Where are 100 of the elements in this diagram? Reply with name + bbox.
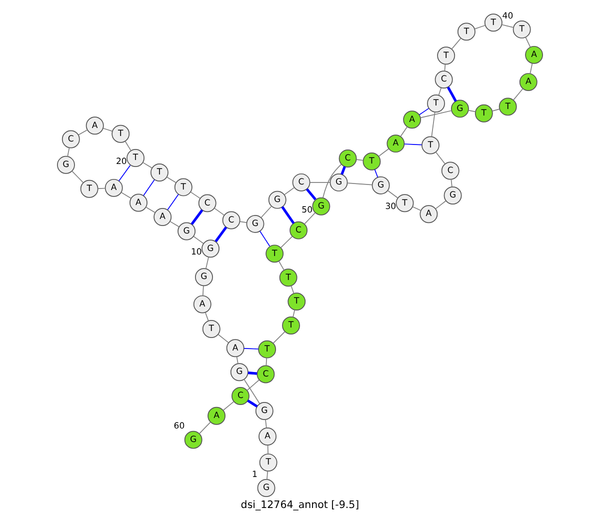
node-circle: G (257, 479, 276, 497)
connector (214, 226, 228, 242)
connector (435, 200, 446, 210)
connector (446, 86, 457, 102)
connector (124, 140, 132, 152)
node-circle: C (256, 365, 275, 384)
connector (202, 286, 204, 296)
node-circle: A (104, 178, 123, 197)
connector (347, 182, 373, 186)
node-circle: A (226, 339, 244, 358)
connector (67, 147, 70, 157)
node-circle: C (338, 150, 357, 168)
connector (356, 159, 364, 161)
connector (444, 64, 446, 72)
connector (244, 348, 259, 350)
connector (193, 236, 204, 244)
node-label: 40 (502, 11, 514, 22)
connector (236, 356, 238, 364)
connector (340, 166, 346, 175)
connector (513, 88, 524, 100)
connector (468, 110, 476, 112)
connector (167, 194, 179, 210)
node-circle: C (232, 387, 250, 405)
connector (142, 162, 152, 168)
node-circle: T (362, 152, 381, 170)
node-circle: G (230, 363, 248, 382)
node-circle: A (86, 116, 104, 135)
node-circle: A (386, 134, 405, 153)
connector (204, 312, 209, 322)
node-circle: C (290, 221, 308, 240)
node-circle: T (80, 180, 98, 198)
node-circle: G (178, 222, 196, 240)
node-circle: T (457, 22, 476, 41)
connector (435, 152, 446, 164)
connector (418, 108, 430, 116)
node-circle: T (512, 20, 531, 38)
connector (267, 444, 268, 454)
node-circle: A (403, 110, 422, 129)
node-circle: A (130, 194, 148, 212)
node-circle: T (266, 244, 284, 263)
connector (170, 221, 180, 228)
connector (223, 401, 234, 411)
connector (278, 260, 284, 271)
node-circle: T (498, 98, 517, 116)
connector (246, 380, 260, 391)
connector (412, 206, 422, 211)
connector (102, 128, 113, 132)
node-circle: C (441, 162, 460, 180)
connector (310, 182, 331, 183)
node-circle: T (126, 149, 144, 167)
connector (378, 148, 390, 157)
connector (120, 192, 132, 199)
node-circle: T (288, 292, 306, 311)
connector (98, 188, 106, 189)
connector (431, 112, 436, 137)
node-circle: C (292, 173, 310, 192)
node-circle: A (154, 208, 172, 226)
connector (306, 188, 316, 200)
connector (190, 192, 201, 199)
connector (400, 126, 408, 137)
caption: dsi_12764_annot [-9.5] (240, 499, 360, 512)
node-label: 20 (116, 156, 127, 167)
connector (260, 230, 270, 247)
node-circle: A (420, 205, 438, 224)
node-circle: C (62, 130, 80, 148)
node-circle: A (519, 73, 538, 92)
node-label: 50 (302, 205, 312, 216)
connector (292, 310, 296, 318)
node-circle: G (255, 402, 274, 420)
node-circle: G (372, 176, 390, 194)
node-circle: T (202, 320, 220, 338)
connector (218, 334, 229, 344)
node-circle: A (258, 428, 276, 446)
connector (404, 144, 422, 146)
node-circle: G (330, 173, 348, 192)
connector (281, 206, 295, 224)
connector (420, 110, 452, 118)
connector (272, 331, 286, 344)
node-circle: T (484, 14, 502, 32)
connector (244, 378, 260, 404)
connector (322, 164, 342, 198)
connector (78, 129, 88, 136)
node-circle: T (279, 268, 298, 287)
connector (474, 24, 486, 30)
connector (118, 164, 131, 182)
connector (387, 190, 398, 198)
node-circle: A (525, 46, 543, 64)
node-circle: T (282, 316, 300, 334)
connector (260, 206, 272, 218)
connector (198, 422, 211, 434)
connector (450, 178, 452, 188)
node-circle: T (259, 454, 278, 472)
node-circle: G (312, 197, 330, 216)
node-circle: T (258, 340, 276, 358)
node-circle: A (193, 295, 212, 314)
connector (72, 170, 84, 183)
connector (438, 87, 442, 96)
node-circle: T (437, 46, 456, 65)
node-circle: G (246, 214, 264, 233)
node-circle: G (195, 268, 213, 286)
